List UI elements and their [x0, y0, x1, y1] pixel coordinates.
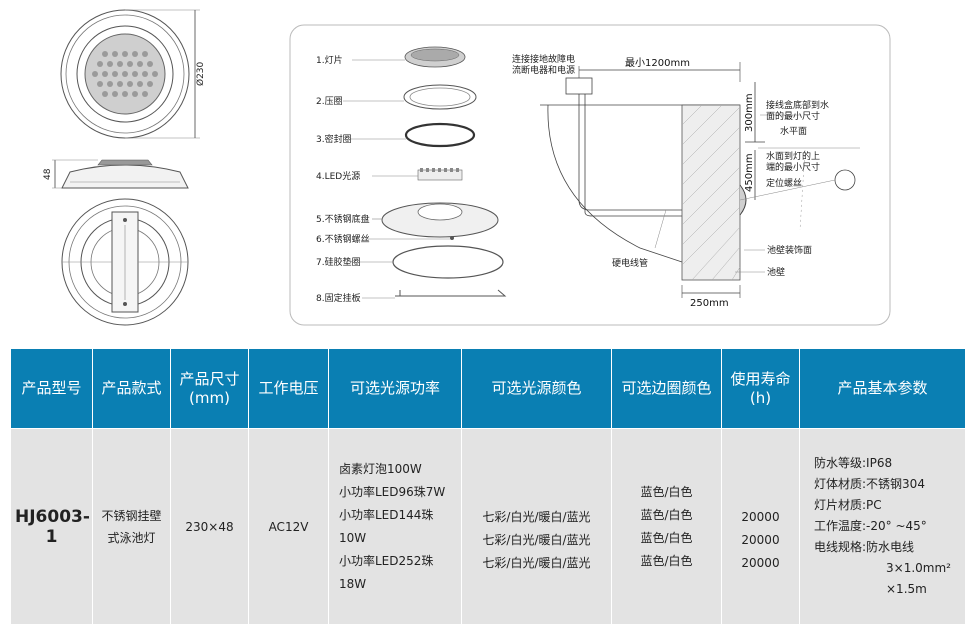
pool-decor-label: 池壁装饰面	[767, 244, 812, 256]
header-power: 可选光源功率	[328, 348, 462, 429]
part-label-4: 4.LED光源	[316, 170, 360, 182]
spec-table: 产品型号 产品款式 产品尺寸(mm) 工作电压 可选光源功率 可选光源颜色 可选…	[10, 348, 966, 625]
dim-300-label: 300mm	[744, 93, 755, 132]
lamp-back-view	[61, 198, 189, 326]
installation-diagram	[540, 62, 860, 298]
part-label-5: 5.不锈钢底盘	[316, 213, 370, 225]
cell-lifetime: 20000 20000 20000	[721, 428, 800, 625]
header-size: 产品尺寸(mm)	[170, 348, 249, 429]
part-label-2: 2.压圈	[316, 96, 343, 107]
header-lifetime: 使用寿命(h)	[721, 348, 800, 429]
box-note-1: 接线盒底部到水	[766, 99, 829, 111]
light-note-1: 水面到灯的上	[766, 150, 820, 162]
header-style: 产品款式	[92, 348, 171, 429]
cell-params: 防水等级:IP68 灯体材质:不锈钢304 灯片材质:PC 工作温度:-20° …	[799, 428, 966, 625]
part-label-8: 8.固定挂板	[316, 292, 361, 304]
table-header-row: 产品型号 产品款式 产品尺寸(mm) 工作电压 可选光源功率 可选光源颜色 可选…	[10, 348, 966, 429]
ground-fault-note-2: 流断电器和电源	[512, 64, 575, 76]
header-voltage: 工作电压	[248, 348, 329, 429]
header-params: 产品基本参数	[799, 348, 966, 429]
technical-drawings: Ø230 48	[43, 9, 891, 326]
light-note-2: 端的最小尺寸	[766, 161, 820, 173]
cell-power: 卤素灯泡100W 小功率LED96珠7W 小功率LED144珠10W 小功率LE…	[328, 428, 462, 625]
lamp-top-view: Ø230	[60, 9, 206, 139]
locating-screw-label: 定位螺丝	[766, 177, 802, 189]
cell-light-color: 七彩/白光/暖白/蓝光 七彩/白光/暖白/蓝光 七彩/白光/暖白/蓝光	[461, 428, 612, 625]
ground-fault-note-1: 连接接地故障电	[512, 53, 575, 65]
exploded-view	[343, 46, 507, 299]
cell-size: 230×48	[170, 428, 249, 625]
cell-style: 不锈钢挂壁式泳池灯	[92, 428, 171, 625]
cell-rim-color: 蓝色/白色 蓝色/白色 蓝色/白色 蓝色/白色	[611, 428, 722, 625]
diameter-dimension: Ø230	[195, 61, 206, 86]
header-model: 产品型号	[10, 348, 93, 429]
pool-wall-label: 池壁	[767, 266, 785, 278]
min-distance-label: 最小1200mm	[625, 57, 690, 69]
cell-voltage: AC12V	[248, 428, 329, 625]
header-rim-color: 可选边圈颜色	[611, 348, 722, 429]
cell-model: HJ6003-1	[10, 428, 93, 625]
part-label-1: 1.灯片	[316, 54, 343, 66]
lamp-side-view: 48	[43, 159, 189, 189]
table-row: HJ6003-1 不锈钢挂壁式泳池灯 230×48 AC12V 卤素灯泡100W…	[10, 428, 966, 625]
dim-450-label: 450mm	[744, 153, 755, 192]
conduit-label: 硬电线管	[612, 257, 648, 269]
water-level-label: 水平面	[780, 125, 807, 137]
box-note-2: 面的最小尺寸	[766, 110, 820, 122]
part-label-3: 3.密封圈	[316, 133, 352, 145]
height-dimension: 48	[43, 168, 53, 180]
header-light-color: 可选光源颜色	[461, 348, 612, 429]
part-label-6: 6.不锈钢螺丝	[316, 233, 370, 245]
part-label-7: 7.硅胶垫圈	[316, 256, 361, 268]
dim-250-label: 250mm	[690, 298, 729, 309]
